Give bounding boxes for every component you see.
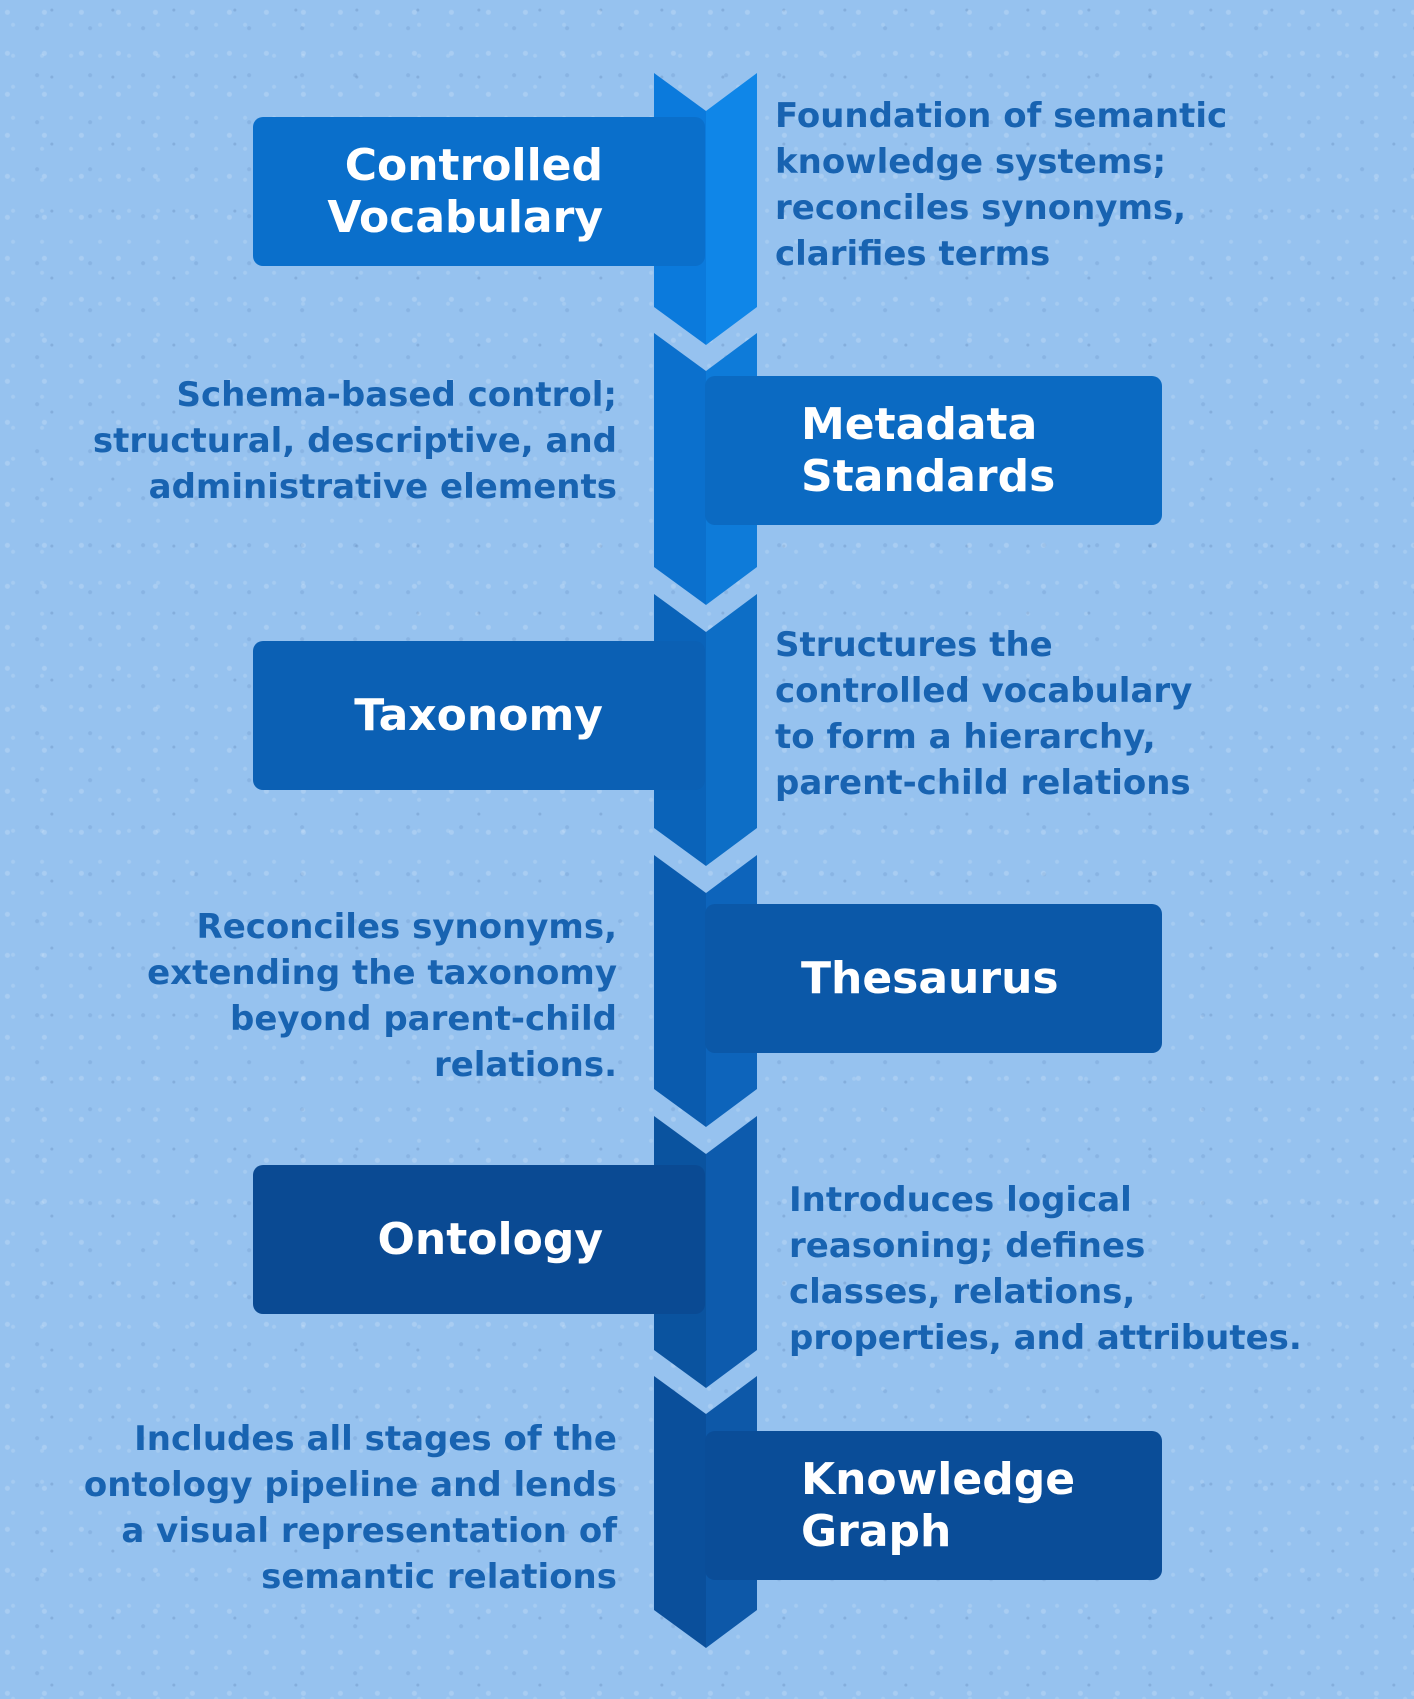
- description-line: reconciles synonyms,: [775, 188, 1187, 228]
- description-line: controlled vocabulary: [775, 671, 1193, 711]
- description-line: Includes all stages of the: [134, 1419, 617, 1459]
- stage-description-ontology: Introduces logical reasoning; defines cl…: [789, 1177, 1302, 1361]
- stage-description-metadata-standards: Schema-based control; structural, descri…: [93, 372, 617, 510]
- description-line: structural, descriptive, and: [92, 421, 617, 461]
- description-line: knowledge systems;: [775, 142, 1167, 182]
- stage-title-line: Taxonomy: [354, 689, 603, 741]
- description-line: administrative elements: [148, 467, 617, 507]
- description-line: Introduces logical: [789, 1180, 1132, 1220]
- description-line: ontology pipeline and lends: [83, 1465, 617, 1505]
- stage-box-controlled-vocabulary: Controlled Vocabulary: [253, 117, 705, 266]
- stage-box-taxonomy: Taxonomy: [253, 641, 705, 790]
- description-line: semantic relations: [261, 1557, 617, 1597]
- stage-box-ontology: Ontology: [253, 1165, 705, 1314]
- description-line: a visual representation of: [121, 1511, 617, 1551]
- stage-description-controlled-vocabulary: Foundation of semantic knowledge systems…: [775, 93, 1227, 277]
- stage-title-line: Ontology: [377, 1213, 603, 1265]
- description-line: parent-child relations: [775, 763, 1191, 803]
- description-line: Structures the: [775, 625, 1053, 665]
- description-line: to form a hierarchy,: [775, 717, 1156, 757]
- description-line: Reconciles synonyms,: [196, 907, 617, 947]
- stage-title-line: Metadata: [801, 398, 1038, 450]
- chevron-segment-right-half: [706, 594, 757, 866]
- description-line: extending the taxonomy: [147, 953, 617, 993]
- description-line: properties, and attributes.: [789, 1318, 1302, 1358]
- description-line: beyond parent-child: [230, 999, 617, 1039]
- stage-title-line: Graph: [801, 1505, 952, 1557]
- description-line: classes, relations,: [789, 1272, 1136, 1312]
- stage-title-line: Vocabulary: [327, 191, 603, 243]
- description-line: clarifies terms: [775, 234, 1051, 274]
- chevron-segment-left-half: [654, 855, 706, 1127]
- stage-title-line: Controlled: [344, 139, 603, 191]
- description-line: Schema-based control;: [176, 375, 618, 415]
- stage-description-taxonomy: Structures the controlled vocabulary to …: [775, 622, 1192, 806]
- chevron-segment-right-half: [706, 73, 757, 345]
- stage-description-knowledge-graph: Includes all stages of the ontology pipe…: [84, 1416, 617, 1600]
- stage-box-metadata-standards: Metadata Standards: [705, 376, 1162, 525]
- stage-box-knowledge-graph: Knowledge Graph: [705, 1431, 1162, 1580]
- stage-description-thesaurus: Reconciles synonyms, extending the taxon…: [147, 904, 617, 1088]
- description-line: reasoning; defines: [789, 1226, 1146, 1266]
- description-line: Foundation of semantic: [775, 96, 1228, 136]
- stage-title-line: Standards: [801, 450, 1056, 502]
- stage-title-line: Knowledge: [801, 1453, 1076, 1505]
- chevron-segment-left-half: [654, 333, 706, 605]
- stage-title-line: Thesaurus: [801, 952, 1059, 1004]
- chevron-segment-left-half: [654, 1376, 706, 1648]
- description-line: relations.: [433, 1045, 617, 1085]
- stage-box-thesaurus: Thesaurus: [705, 904, 1162, 1053]
- chevron-segment-right-half: [706, 1116, 757, 1388]
